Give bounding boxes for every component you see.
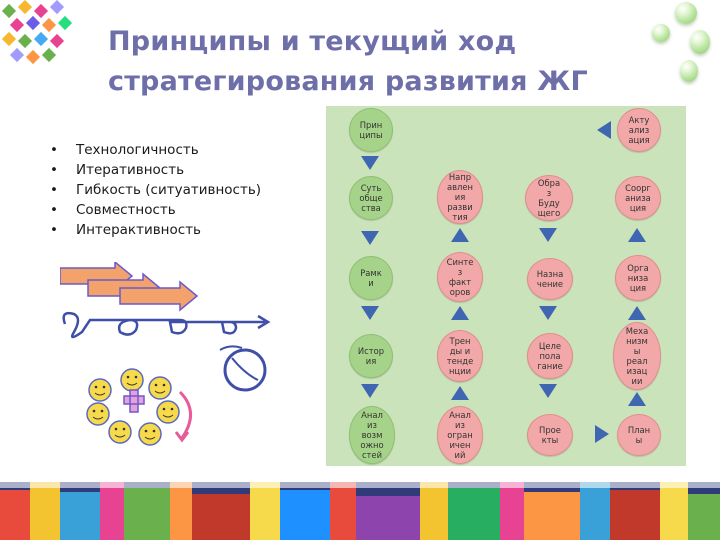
node-limits: Анал из огран ичен ий: [437, 406, 483, 464]
cycle-arrow-icon: [219, 345, 267, 392]
node-organization: Соорг аниза ция: [615, 176, 661, 220]
arrow-up-icon: [451, 228, 469, 242]
node-directions: Напр авлен ия разви тия: [437, 170, 483, 224]
water-drop-icon: [680, 60, 698, 82]
node-essence: Суть обще ства: [349, 176, 393, 220]
arrow-down-icon: [539, 306, 557, 320]
node-appointment: Назна чение: [527, 258, 573, 300]
arrow-up-icon: [628, 392, 646, 406]
decorative-sketch: [60, 262, 271, 446]
node-factor-synthesis: Синте з факт оров: [437, 252, 483, 302]
node-plans: План ы: [617, 414, 661, 456]
arrow-down-icon: [539, 228, 557, 242]
node-frame: Рамк и: [349, 256, 393, 300]
water-drop-icon: [690, 30, 710, 54]
node-future-image: Обра з Буду щего: [525, 175, 573, 221]
arrow-down-icon: [539, 384, 557, 398]
loop-line-icon: [62, 311, 271, 339]
arrow-up-icon: [451, 306, 469, 320]
smiley-group-icon: [86, 368, 192, 446]
arrow-down-icon: [361, 384, 379, 398]
arrow-up-icon: [451, 386, 469, 400]
principles-list: Технологичность Итеративность Гибкость (…: [50, 140, 261, 240]
list-item: Совместность: [50, 200, 261, 220]
node-opportunities: Анал из возм ожно стей: [349, 406, 395, 464]
list-item: Технологичность: [50, 140, 261, 160]
water-drop-icon: [652, 24, 670, 42]
arrow-up-icon: [628, 306, 646, 320]
arrow-left-icon: [597, 121, 611, 139]
list-item: Гибкость (ситуативность): [50, 180, 261, 200]
node-actualization: Акту ализ ация: [617, 108, 661, 152]
decorative-paint-strip: [0, 482, 720, 540]
title-line-1: Принципы и текущий ход: [108, 26, 517, 57]
node-mechanisms: Меха низм ы реал изац ии: [613, 322, 661, 390]
node-trends: Трен ды и тенде нции: [437, 330, 483, 382]
list-item: Итеративность: [50, 160, 261, 180]
arrow-down-icon: [361, 306, 379, 320]
arrow-down-icon: [361, 156, 379, 170]
arrow-right-icon: [595, 425, 609, 443]
arrow-up-icon: [628, 228, 646, 242]
water-drop-icon: [675, 2, 697, 24]
list-item: Интерактивность: [50, 220, 261, 240]
node-principles: Прин ципы: [349, 108, 393, 152]
block-arrows-icon: [60, 262, 199, 312]
node-projects: Прое кты: [527, 414, 573, 456]
logo-tiles: [1, 0, 73, 65]
title-line-2: стратегирования развития ЖГ: [108, 66, 588, 97]
slide-title: Принципы и текущий ход стратегирования р…: [108, 22, 628, 102]
node-history: Истор ия: [349, 334, 393, 378]
node-structure: Орга низа ция: [615, 255, 661, 301]
arrow-down-icon: [361, 231, 379, 245]
node-goal-setting: Целе пола гание: [527, 333, 573, 379]
